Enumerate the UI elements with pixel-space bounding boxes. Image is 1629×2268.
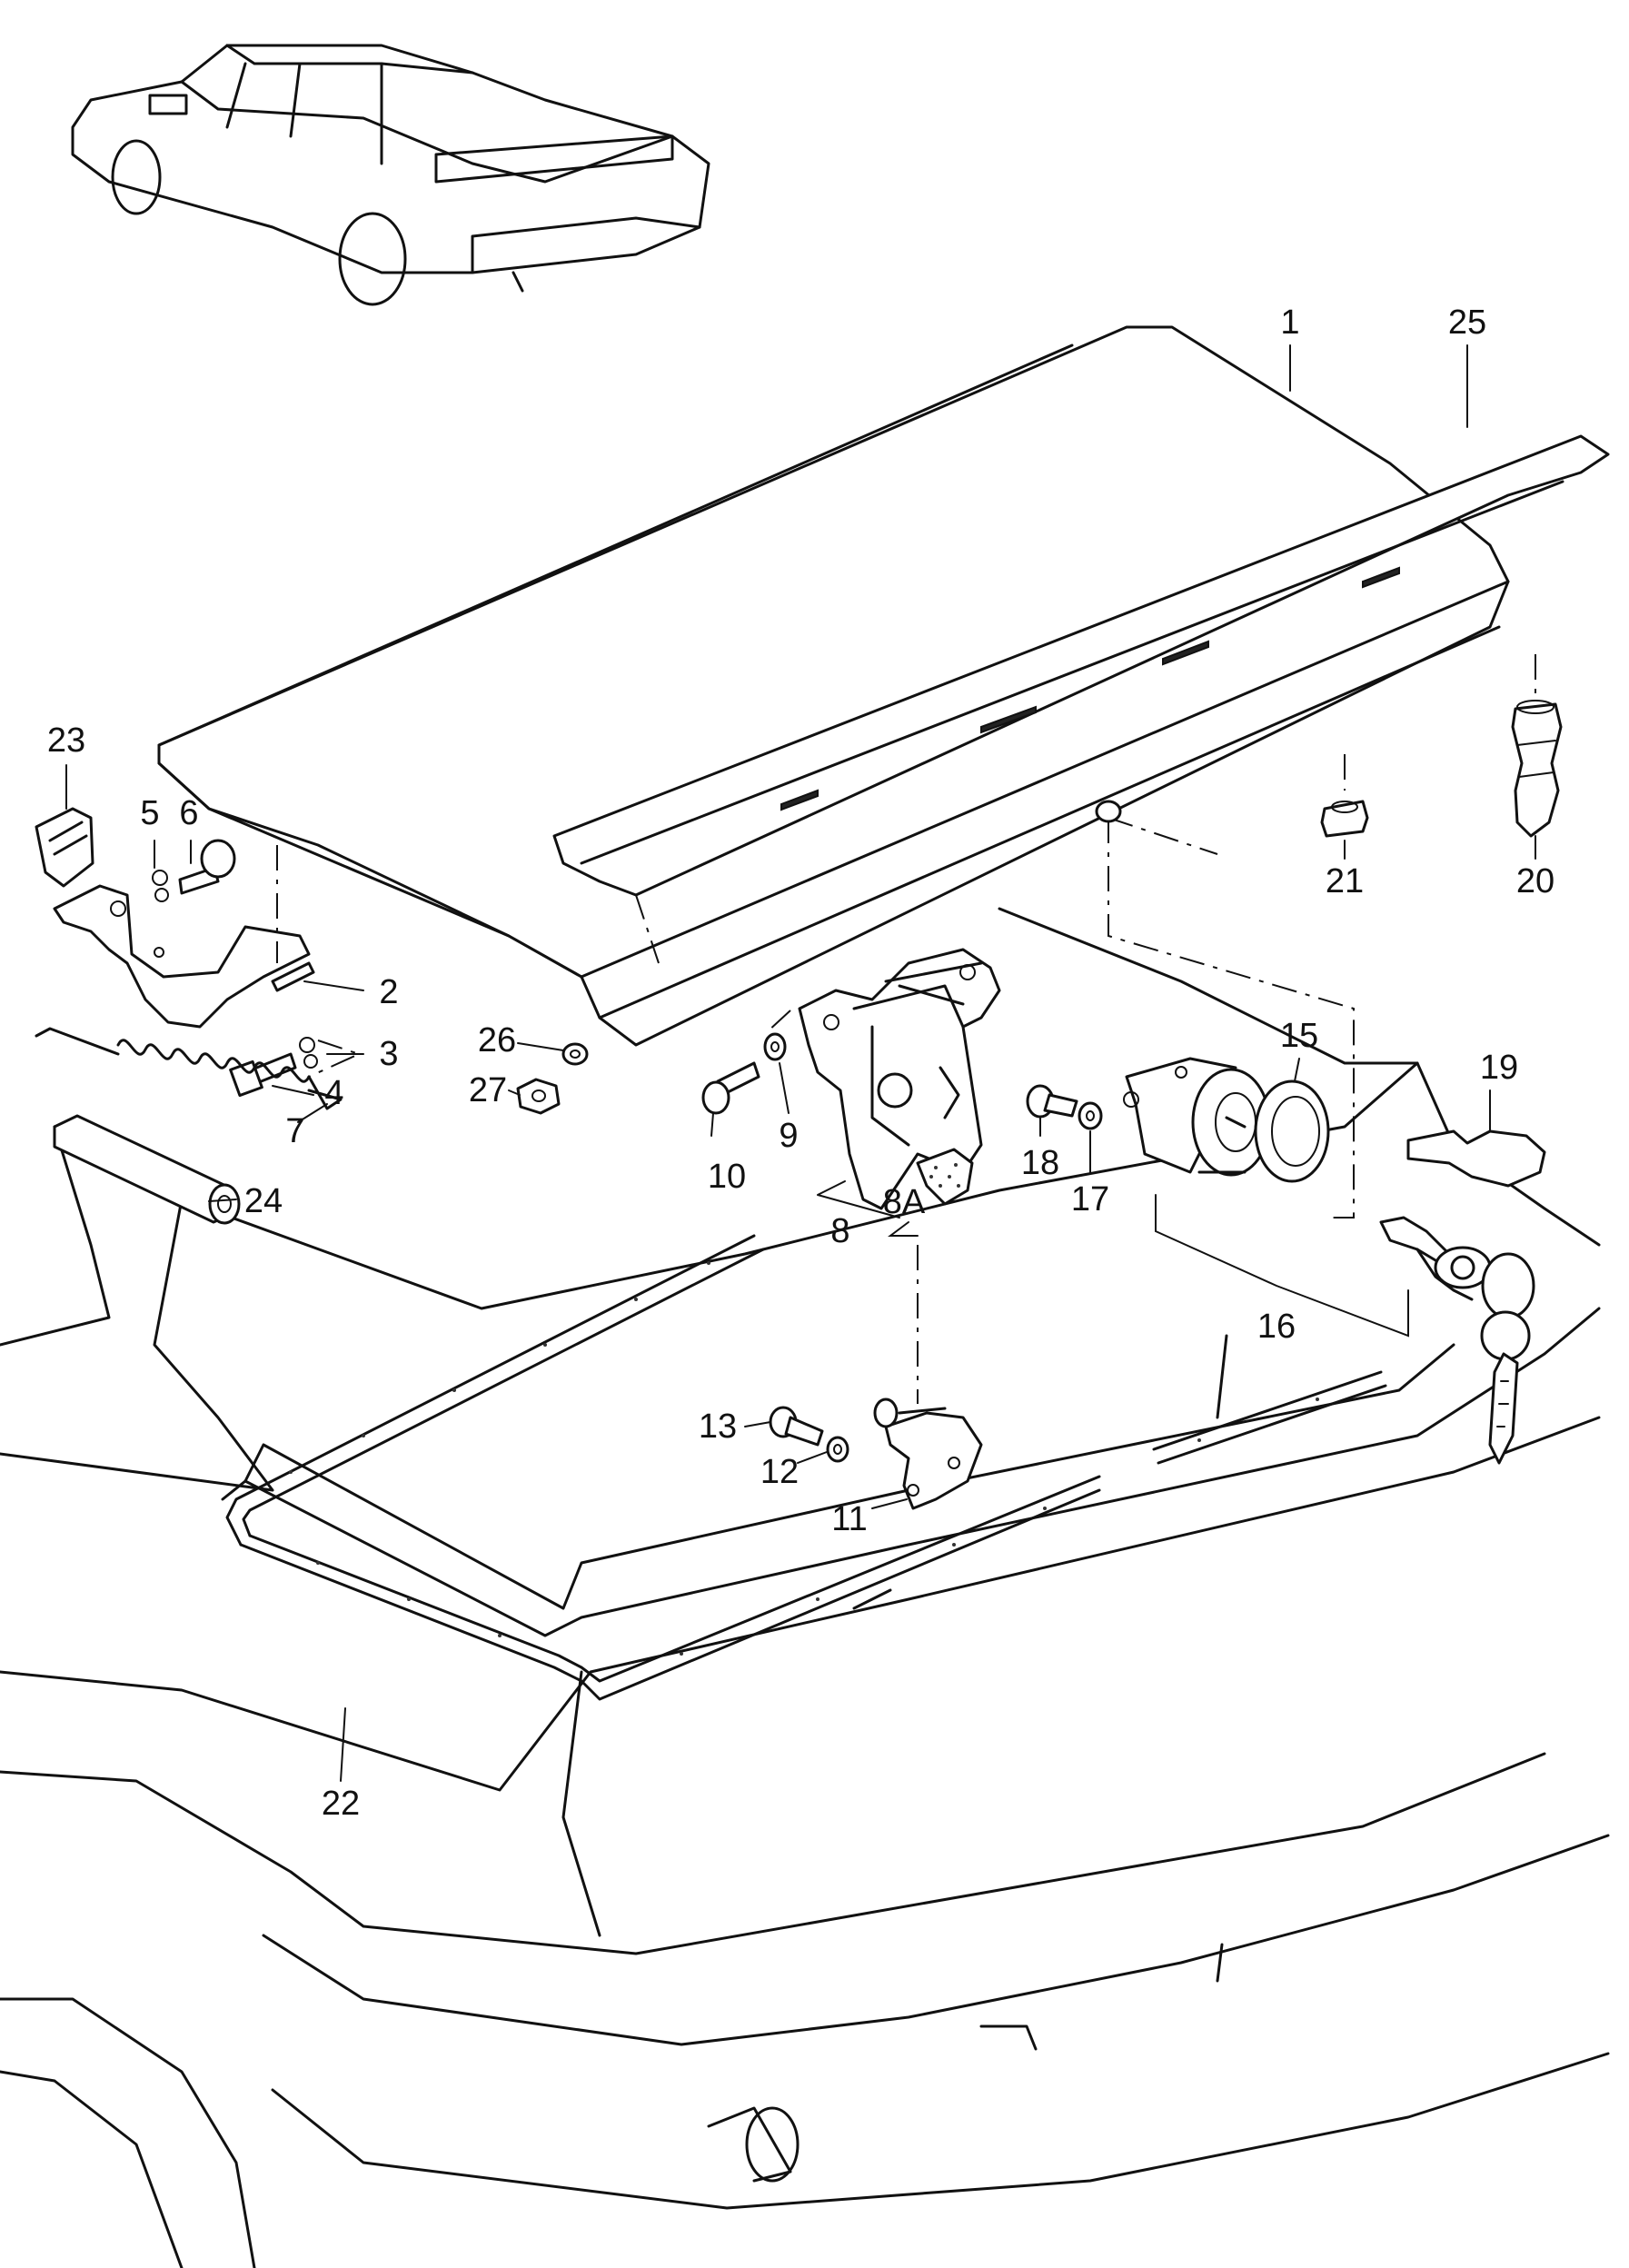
callout-19: 19 — [1479, 1049, 1519, 1087]
callout-9: 9 — [779, 1117, 799, 1155]
callout-27: 27 — [468, 1071, 508, 1109]
buffer-23 — [35, 807, 94, 888]
callout-1: 1 — [1280, 303, 1300, 342]
callout-21: 21 — [1325, 862, 1365, 900]
callout-6: 6 — [179, 794, 199, 832]
callout-11: 11 — [831, 1500, 868, 1538]
lock-cylinder-16 — [1123, 1057, 1271, 1177]
callout-17: 17 — [1070, 1180, 1110, 1219]
leader-lines — [65, 344, 1536, 1509]
sleeve-24 — [53, 1114, 241, 1225]
lock-8 — [767, 948, 1001, 1210]
trunk-lid — [157, 325, 1510, 1047]
lock-part-8a — [817, 1148, 974, 1237]
callout-24: 24 — [243, 1182, 283, 1220]
callout-15: 15 — [1279, 1017, 1319, 1055]
trunk-seal — [225, 1234, 1387, 1782]
callout-3: 3 — [379, 1035, 399, 1073]
callout-23: 23 — [46, 721, 86, 760]
callout-12: 12 — [760, 1453, 800, 1491]
key-set — [1379, 1216, 1535, 1465]
callout-22: 22 — [321, 1785, 361, 1823]
bracket-16 — [1155, 1194, 1409, 1338]
callout-8a: 8A — [882, 1183, 926, 1221]
nut-27-washer-26 — [516, 1042, 589, 1115]
callout-2: 2 — [379, 973, 399, 1011]
striker-11 — [873, 1245, 983, 1510]
callout-8: 8 — [830, 1212, 850, 1250]
screw-10-washer-9 — [701, 1032, 787, 1115]
seal-ring-15 — [1254, 1079, 1330, 1183]
callout-4: 4 — [324, 1074, 344, 1112]
callout-13: 13 — [698, 1408, 738, 1446]
car-thumbnail — [71, 44, 710, 306]
spoiler — [552, 434, 1610, 964]
bolt-18-washer-17 — [1026, 1084, 1103, 1130]
callout-18: 18 — [1020, 1144, 1060, 1182]
callout-5: 5 — [140, 794, 160, 832]
phantom-lines — [1095, 800, 1355, 1219]
callout-16: 16 — [1257, 1308, 1296, 1346]
key-blank-19 — [1406, 1129, 1546, 1188]
screw-13-washer-12 — [769, 1406, 849, 1463]
bump-stop-20 — [1511, 654, 1563, 838]
car-body — [0, 907, 1610, 2268]
callout-7: 7 — [285, 1112, 305, 1150]
grommet-21 — [1320, 754, 1369, 838]
bolt-6-washer-5 — [152, 839, 236, 902]
spring-7 — [35, 1027, 343, 1110]
callout-10: 10 — [707, 1158, 747, 1196]
callout-25: 25 — [1447, 303, 1487, 342]
hinge-2 — [53, 845, 315, 1029]
callout-20: 20 — [1515, 862, 1555, 900]
callout-26: 26 — [477, 1021, 517, 1059]
